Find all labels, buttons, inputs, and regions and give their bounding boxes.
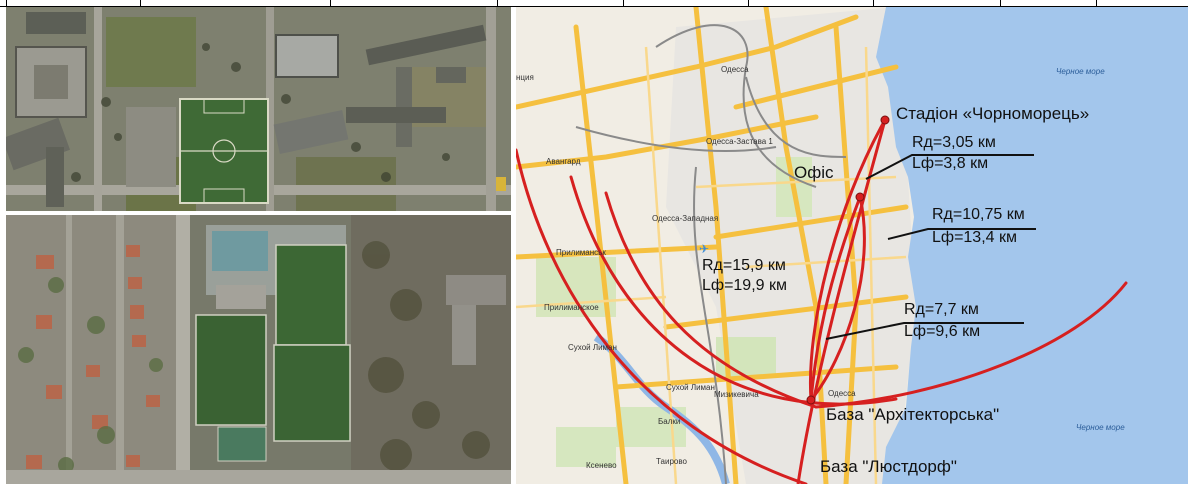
place-balki: Балки	[658, 417, 681, 426]
label-office-lf: Lф=3,8 км	[912, 155, 989, 172]
place-kseniev: Ксенево	[586, 461, 617, 470]
label-stadium-lf: Lф=13,4 км	[932, 229, 1017, 246]
leader-arch	[825, 322, 1024, 340]
label-lust-lf: Lф=19,9 км	[702, 277, 787, 294]
label-office-rd: Rд=3,05 км	[912, 134, 996, 151]
place-prilimanske1: Прилиманськ	[556, 248, 606, 257]
place-ngtsia: нция	[516, 73, 534, 82]
arc-lust-outer	[516, 148, 808, 484]
label-stadium-rd: Rд=10,75 км	[932, 206, 1025, 223]
place-station2: Одесса-Западная	[652, 214, 719, 223]
arc-stadium	[814, 281, 1128, 409]
label-arch-rd: Rд=7,7 км	[904, 301, 979, 318]
marker-office	[855, 192, 865, 202]
marker-base-arch	[806, 395, 816, 405]
place-sukhoi-liman: Сухой Лиман	[568, 343, 617, 352]
leader-office	[865, 154, 1034, 180]
route-stadium-lust	[796, 119, 887, 484]
place-prilimanske2: Прилиманское	[544, 303, 599, 312]
place-odessa-bottom: Одесса	[828, 389, 856, 398]
route-stadium-arch	[808, 119, 887, 401]
label-base-lust: База "Люстдорф"	[820, 457, 957, 476]
place-tairovo: Таирово	[656, 457, 687, 466]
airport-icon: ✈	[699, 242, 709, 256]
label-lust-rd: Rд=15,9 км	[702, 257, 786, 274]
route-map: ✈	[516, 7, 1188, 484]
route-office-arch	[809, 196, 862, 401]
map-canvas: ✈	[516, 7, 1188, 484]
place-station1: Одесса-Застава 1	[706, 137, 773, 146]
label-office: Офіс	[794, 163, 834, 182]
place-mizikevicha: Мизикевича	[714, 390, 759, 399]
label-base-arch: База "Архітекторська"	[826, 405, 1000, 424]
label-stadium: Стадіон «Чорноморець»	[896, 104, 1090, 123]
label-arch-lf: Lф=9,6 км	[904, 323, 981, 340]
place-sea-bottom: Черное море	[1076, 423, 1125, 432]
place-sea-top: Черное море	[1056, 67, 1105, 76]
leader-stadium	[887, 228, 1036, 240]
table-top-border	[0, 0, 1188, 7]
place-avangard: Авангард	[546, 157, 581, 166]
route-office-arch-2	[809, 196, 866, 401]
satellite-image-training-base	[6, 215, 511, 484]
satellite-image-stadium	[6, 7, 511, 211]
marker-stadium	[880, 115, 890, 125]
arc-lust-inner	[604, 191, 818, 409]
place-odessa-top: Одесса	[721, 65, 749, 74]
place-sukhoi-liman-2: Сухой Лиман	[666, 383, 715, 392]
